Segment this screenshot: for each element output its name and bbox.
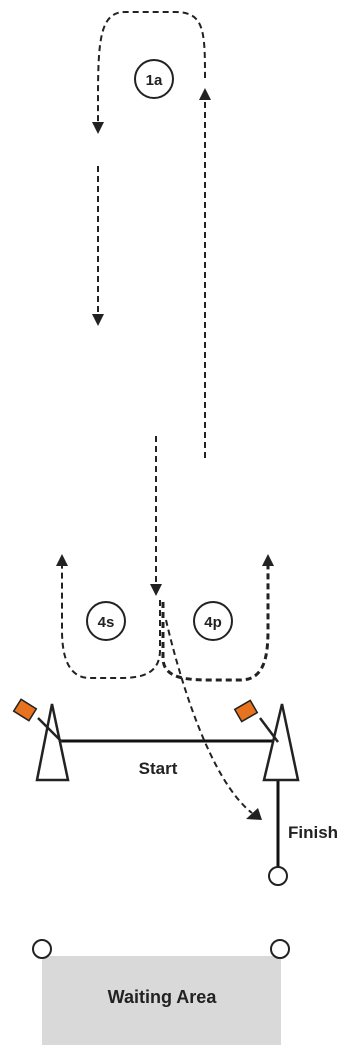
waiting-marker-left (32, 939, 52, 959)
label-4s: 4s (86, 601, 126, 641)
arrow-1a-down-2 (92, 314, 104, 326)
label-4p: 4p (193, 601, 233, 641)
arrow-1a-down-1 (92, 122, 104, 134)
label-1a: 1a (134, 59, 174, 99)
right-buoy-flag-icon (233, 699, 300, 782)
path-4p-loop (161, 565, 270, 682)
path-1a-loop (97, 11, 206, 125)
finish-marker (268, 866, 288, 886)
label-4s-text: 4s (98, 614, 115, 631)
label-1a-text: 1a (146, 72, 163, 89)
finish-label: Finish (288, 823, 338, 842)
waiting-marker-right (270, 939, 290, 959)
right-flag (233, 699, 259, 723)
path-4s-loop (61, 565, 161, 679)
left-buoy-flag-icon (12, 698, 70, 782)
arrow-4p-up (262, 554, 274, 566)
start-label: Start (139, 759, 178, 778)
arrow-center-down (150, 584, 162, 596)
path-to-finish (165, 619, 253, 814)
label-4p-text: 4p (204, 614, 222, 631)
left-flag (12, 698, 38, 722)
arrow-to-finish (246, 808, 262, 820)
arrow-4s-up (56, 554, 68, 566)
arrow-1a-up (199, 88, 211, 100)
waiting-area-box (42, 956, 281, 1045)
waiting-area-label: Waiting Area (108, 987, 218, 1007)
